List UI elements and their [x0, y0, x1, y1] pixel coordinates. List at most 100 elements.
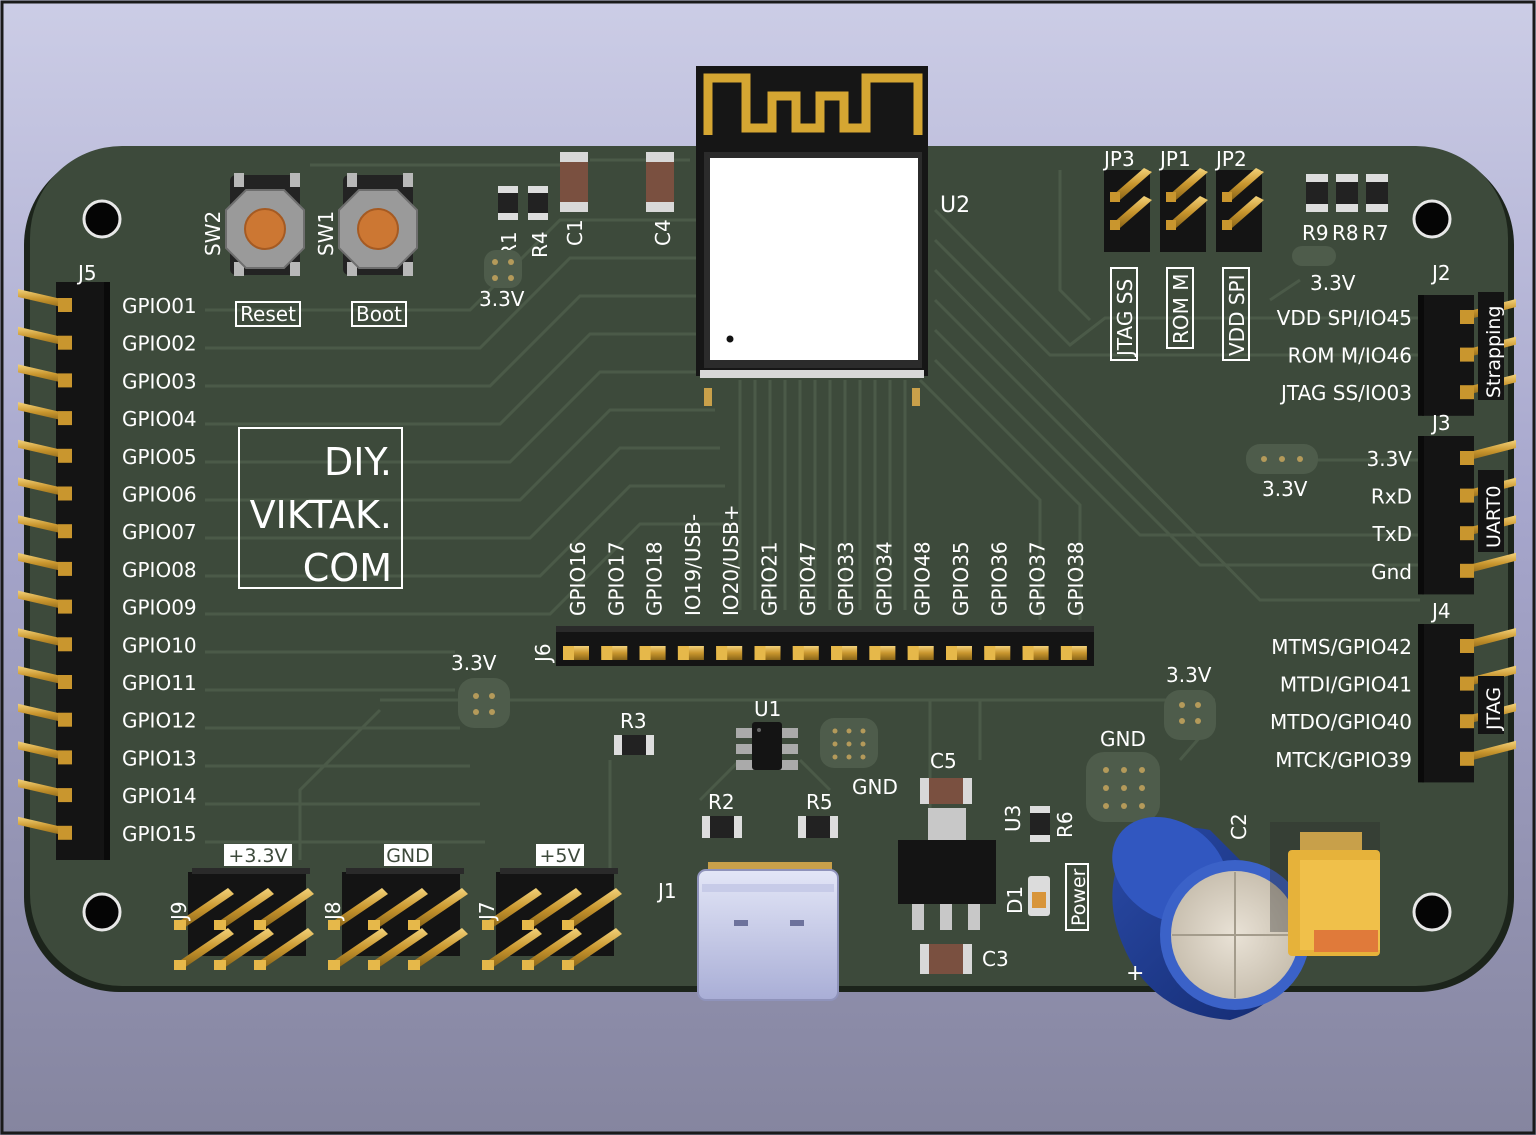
j6-pin-label: GPIO18: [643, 541, 667, 616]
j6-pin-label: GPIO47: [796, 541, 820, 616]
p33-label: +3.3V: [228, 845, 287, 867]
j2-pin-label: JTAG SS/IO03: [1279, 381, 1412, 405]
c1-label: C1: [563, 219, 587, 246]
j6-pin-label: GPIO17: [604, 541, 628, 616]
j5-pin-label: GPIO01: [122, 294, 197, 318]
j4-pin: [1462, 740, 1516, 763]
pad-3v3-e: 3.3V: [1166, 663, 1212, 687]
j4-pin-label: MTCK/GPIO39: [1275, 748, 1412, 772]
pad-3v3-d: 3.3V: [451, 651, 497, 675]
j8-label: J8: [321, 901, 345, 922]
capacitor-c3: [920, 944, 972, 974]
j2-pin-label: ROM M/IO46: [1288, 344, 1412, 368]
j5-pin: [18, 779, 70, 800]
jp1-label: JP1: [1158, 147, 1191, 171]
u3-label: U3: [1001, 805, 1025, 832]
j1-label: J1: [656, 879, 677, 903]
j2-name-label: Strapping: [1483, 306, 1505, 398]
j6-pin-label: GPIO16: [566, 541, 590, 616]
j3-pin-label: 3.3V: [1367, 447, 1413, 471]
plus-label: +: [1126, 961, 1144, 986]
j5-pin-label: GPIO09: [122, 596, 197, 620]
c5-label: C5: [930, 749, 957, 773]
u1-label: U1: [754, 697, 781, 721]
j5-pin: [18, 289, 70, 309]
jtag-ss-label: JTAG SS: [1113, 279, 1137, 358]
j5-pin-label: GPIO05: [122, 445, 197, 469]
j5-pin: [18, 590, 70, 611]
header-j5: [18, 282, 110, 860]
switch-sw2: [225, 173, 305, 276]
regulator-u3: [898, 808, 996, 930]
j6-pin-label: IO20/USB+: [719, 504, 743, 616]
resistor-r6: [1030, 806, 1050, 842]
power-headers: [174, 868, 622, 970]
j5-pin-label: GPIO11: [122, 671, 197, 695]
j2-label: J2: [1430, 261, 1451, 285]
j3-pin: [1462, 440, 1516, 462]
j3-pin-label: RxD: [1371, 485, 1412, 509]
j6-pin-label: GPIO38: [1064, 541, 1088, 616]
j5-pin: [18, 364, 70, 385]
j2-pin-label: VDD SPI/IO45: [1277, 306, 1412, 330]
d1-label: D1: [1003, 886, 1027, 914]
j4-pin-label: MTDI/GPIO41: [1280, 673, 1412, 697]
j5-pin-label: GPIO03: [122, 369, 197, 393]
j5-pin: [18, 402, 70, 423]
jp2-label: JP2: [1214, 147, 1247, 171]
j5-pin-label: GPIO15: [122, 822, 197, 846]
j5-pin-label: GPIO07: [122, 520, 197, 544]
r3-label: R3: [620, 709, 647, 733]
usb-c-connector: [697, 862, 839, 1001]
capacitor-c2: [1112, 816, 1310, 1020]
switch-sw1: [338, 173, 418, 276]
boot-label: Boot: [356, 302, 402, 326]
j5-pin-label: GPIO02: [122, 332, 197, 356]
resistor-r3: [614, 735, 654, 755]
pad-3v3-c: 3.3V: [1262, 477, 1308, 501]
j5-pin-label: GPIO14: [122, 784, 197, 808]
j6-pin-label: GPIO36: [987, 541, 1011, 616]
j6-pin-label: GPIO33: [834, 541, 858, 616]
brand-line-1: DIY.: [324, 440, 392, 484]
gnd-header-label: GND: [386, 845, 430, 867]
j5-pin-label: GPIO06: [122, 483, 197, 507]
led-d1: [1028, 876, 1050, 916]
power-label: Power: [1068, 868, 1090, 926]
j4-name-label: JTAG: [1483, 687, 1505, 731]
vdd-spi-label: VDD SPI: [1225, 275, 1249, 357]
reset-label: Reset: [240, 302, 296, 326]
j5-pin: [18, 666, 70, 686]
r5-label: R5: [806, 790, 833, 814]
jumpers: [1104, 168, 1264, 252]
pad-3v3-a: 3.3V: [479, 287, 525, 311]
ic-u1: [736, 722, 798, 770]
j3-pin: [1462, 552, 1516, 575]
j6-pin-label: GPIO35: [949, 541, 973, 616]
r2-label: R2: [708, 790, 735, 814]
j9-label: J9: [167, 901, 191, 922]
header-j6: [556, 626, 1094, 666]
brand-line-2: VIKTAK.: [250, 493, 392, 537]
j5-pin-label: GPIO08: [122, 558, 197, 582]
r4-label: R4: [528, 231, 552, 258]
jp3-label: JP3: [1102, 147, 1135, 171]
j6-pin-label: GPIO37: [1026, 541, 1050, 616]
rom-m-label: ROM M: [1169, 273, 1193, 344]
j5-pin: [18, 515, 70, 536]
j3-label: J3: [1430, 411, 1451, 435]
j6-pin-label: GPIO21: [758, 541, 782, 616]
j6-pin-label: GPIO48: [911, 541, 935, 616]
j3-pin-label: TxD: [1372, 522, 1412, 546]
resistors-r2-r5: [702, 816, 838, 838]
pad-gnd-a: GND: [852, 775, 898, 799]
j6-pin-label: GPIO34: [872, 541, 896, 616]
sw2-label: SW2: [201, 211, 225, 256]
j5-pin: [18, 439, 70, 460]
c3-label: C3: [982, 947, 1009, 971]
tantalum-capacitor: [1270, 822, 1380, 956]
j5-pin: [18, 552, 70, 573]
copper-traces: [205, 158, 1420, 892]
j5-pin-label: GPIO04: [122, 407, 197, 431]
